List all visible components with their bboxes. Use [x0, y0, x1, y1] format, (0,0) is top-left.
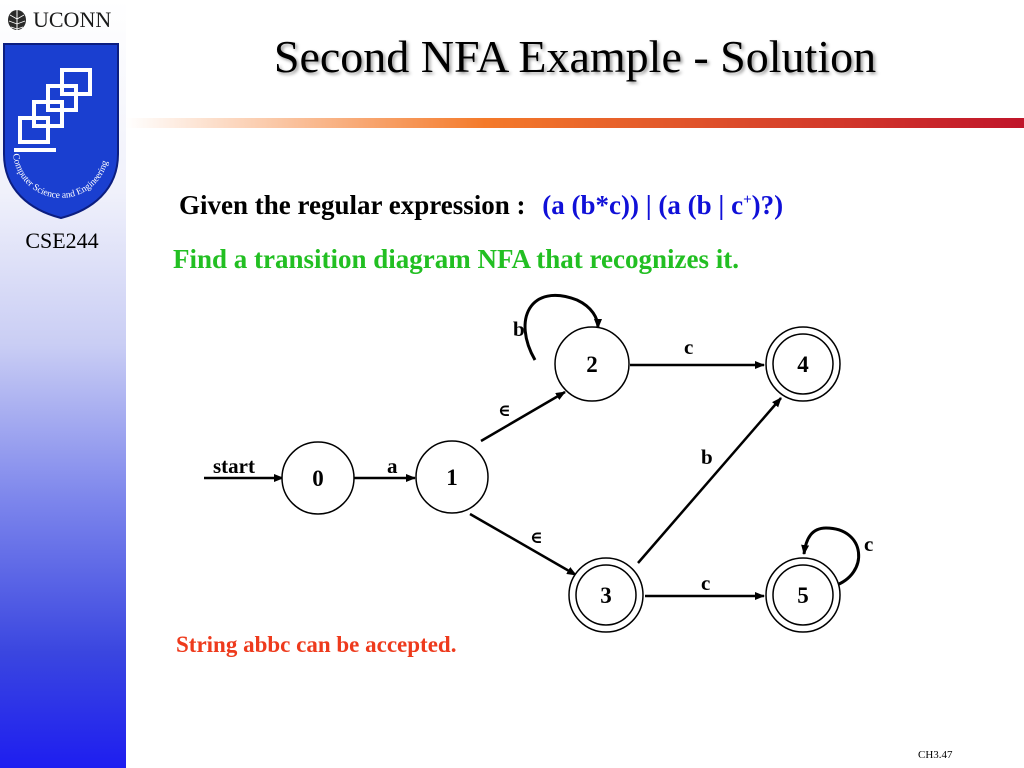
- slide-title: Second NFA Example - Solution: [273, 31, 877, 82]
- regex-statement: Given the regular expression : (a (b*c))…: [179, 190, 783, 221]
- transition-3-4: [637, 397, 782, 564]
- state-label-5: 5: [797, 583, 809, 608]
- state-label-0: 0: [312, 466, 324, 491]
- regular-expression: (a (b*c)) | (a (b | c+)?): [542, 190, 784, 220]
- state-label-2: 2: [586, 352, 598, 377]
- state-4: 4: [765, 326, 841, 402]
- transition-5-5: [801, 526, 860, 588]
- sidebar: UCONN Computer Science and Engineering C…: [0, 0, 126, 768]
- start-label: start: [213, 454, 255, 478]
- uconn-logo: UCONN: [6, 6, 118, 34]
- state-1: 1: [415, 440, 489, 514]
- transition-label-3-5: c: [701, 571, 710, 595]
- state-3: 3: [568, 557, 644, 633]
- transition-label-5-5: c: [864, 532, 873, 556]
- transition-label-3-4: b: [701, 445, 713, 469]
- transition-label-1-2: ∈: [498, 401, 511, 420]
- transition-1-2: [480, 390, 566, 443]
- state-label-3: 3: [600, 583, 612, 608]
- acceptance-note: String abbc can be accepted.: [176, 632, 457, 657]
- transition-2-2: [523, 293, 602, 361]
- transition-label-2-2: b: [513, 317, 525, 341]
- transition-label-1-3: ∈: [530, 528, 543, 547]
- university-name: UCONN: [33, 7, 112, 32]
- slide-number: CH3.47: [918, 749, 953, 761]
- course-label: CSE244: [25, 228, 99, 253]
- given-label: Given the regular expression :: [179, 190, 526, 220]
- state-0: 0: [281, 441, 355, 515]
- state-label-1: 1: [446, 465, 458, 490]
- transition-label-2-4: c: [684, 335, 693, 359]
- transition-label-0-1: a: [387, 454, 398, 478]
- title-accent-bar: [126, 118, 1024, 128]
- plus-superscript: +: [743, 192, 752, 208]
- transition-1-3: [469, 512, 577, 577]
- state-5: 5: [765, 557, 841, 633]
- cse-department-logo: Computer Science and Engineering: [3, 43, 119, 220]
- state-2: 2: [554, 326, 630, 402]
- oak-leaf-icon: [8, 10, 26, 32]
- state-label-4: 4: [797, 352, 809, 377]
- task-statement: Find a transition diagram NFA that recog…: [173, 244, 739, 274]
